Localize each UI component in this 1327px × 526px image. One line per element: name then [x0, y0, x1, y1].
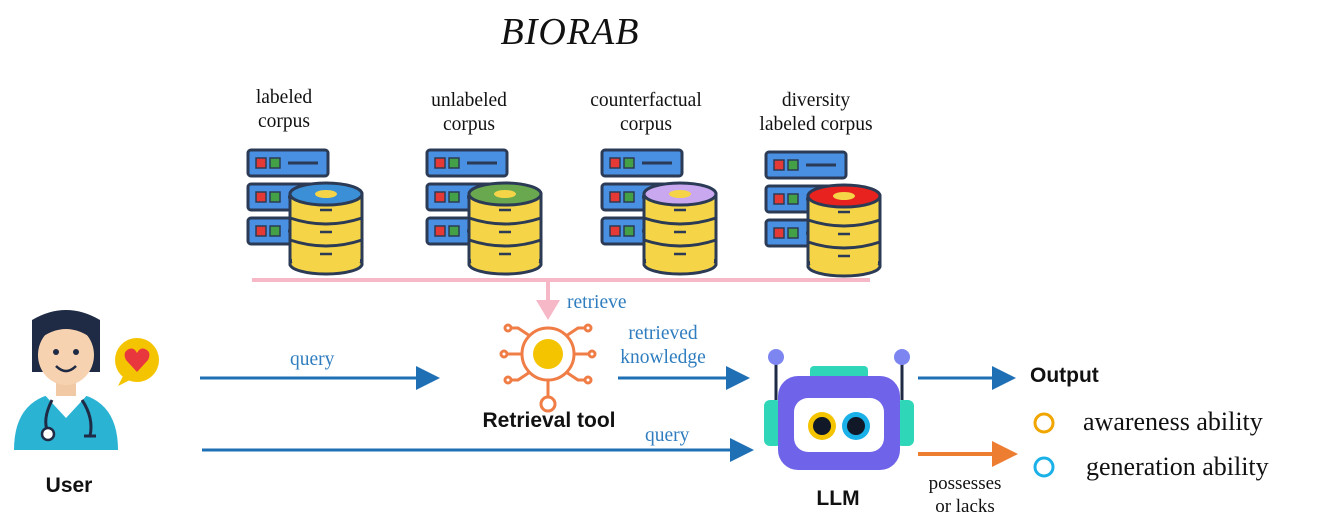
corpus-label-4: diversity labeled corpus: [759, 89, 872, 137]
query-label-2: query: [645, 425, 690, 446]
diagram-title: BIORAB: [500, 11, 640, 53]
llm-robot-icon: [764, 349, 914, 470]
corpus-label-2: unlabeled corpus: [431, 89, 507, 137]
corpus-label-4-line1: diversity: [781, 90, 851, 111]
output-arrow: [918, 366, 1016, 390]
server-database-icon-2: [425, 148, 543, 276]
user-icon: [14, 310, 118, 450]
query-arrow-to-retrieval: [200, 366, 440, 390]
database-cylinder-icon: [642, 181, 718, 276]
awareness-legend-label: awareness ability: [1083, 407, 1263, 436]
heart-bubble-icon: [115, 338, 159, 386]
retrieval-tool-label: Retrieval tool: [482, 409, 616, 432]
query-label-1: query: [290, 349, 335, 370]
database-cylinder-icon: [288, 181, 364, 276]
possesses-line1: possesses: [928, 473, 1002, 494]
output-label: Output: [1030, 364, 1099, 387]
retrieved-knowledge-line2: knowledge: [620, 346, 706, 368]
corpus-label-1: labeled corpus: [256, 86, 312, 134]
corpus-label-3-line1: counterfactual: [590, 90, 702, 111]
llm-label: LLM: [816, 487, 860, 510]
knowledge-arrow-to-llm: [618, 366, 750, 390]
corpus-label-1-line2: corpus: [258, 110, 310, 132]
generation-legend-marker: [1033, 456, 1055, 478]
server-database-icon-3: [600, 148, 718, 276]
corpus-label-2-line1: unlabeled: [431, 90, 507, 111]
generation-legend-label: generation ability: [1086, 452, 1269, 481]
retrieved-knowledge-label: retrieved knowledge: [620, 322, 706, 370]
database-cylinder-icon: [806, 183, 882, 278]
possesses-label: possesses or lacks: [929, 472, 1002, 518]
query-arrow-to-llm: [202, 438, 754, 462]
corpus-label-3-line2: corpus: [619, 113, 672, 135]
retrieved-knowledge-line1: retrieved: [628, 323, 698, 344]
corpus-label-3: counterfactual corpus: [590, 89, 702, 137]
retrieve-arrow-head: [536, 300, 560, 320]
retrieve-label: retrieve: [567, 292, 627, 313]
user-label: User: [45, 474, 93, 497]
corpus-label-4-line2: labeled corpus: [759, 113, 873, 135]
corpus-label-1-line1: labeled: [255, 87, 313, 108]
corpus-label-2-line2: corpus: [443, 113, 495, 135]
possesses-arrow: [918, 441, 1018, 467]
awareness-legend-marker: [1033, 412, 1055, 434]
database-cylinder-icon: [467, 181, 543, 276]
server-database-icon-4: [764, 150, 882, 278]
possesses-line2: or lacks: [935, 496, 995, 518]
retrieval-tool-icon: [499, 323, 597, 413]
server-database-icon-1: [246, 148, 364, 276]
